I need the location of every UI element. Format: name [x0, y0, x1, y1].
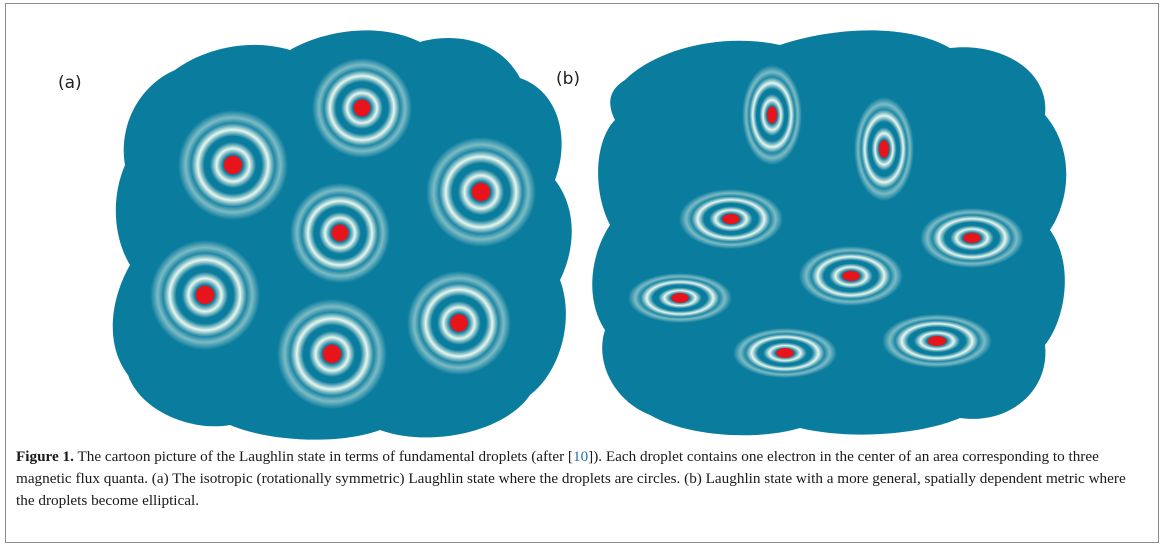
caption-label: Figure 1. [16, 448, 74, 465]
electron-dot [927, 336, 947, 346]
electron-dot [671, 293, 689, 303]
droplet-ellipse [854, 97, 914, 201]
electron-dot [963, 232, 981, 244]
droplets-b [628, 65, 1024, 378]
droplet-ellipse [742, 65, 802, 165]
figure-illustration [112, 30, 1067, 440]
electron-dot [195, 285, 215, 305]
droplet-circle [290, 183, 390, 283]
electron-dot [722, 213, 740, 225]
figure-caption: Figure 1. The cartoon picture of the Lau… [16, 446, 1144, 512]
electron-dot [322, 344, 342, 364]
caption-text-1: The cartoon picture of the Laughlin stat… [73, 448, 573, 465]
electron-dot [471, 182, 491, 202]
panel-a-label: (a) [58, 73, 82, 93]
droplet-circle [150, 240, 260, 350]
droplet-circle [277, 299, 387, 409]
droplets-a [150, 58, 536, 409]
droplet-circle [178, 110, 288, 220]
electron-dot [331, 224, 349, 242]
panel-b-label: (b) [556, 69, 581, 89]
droplet-ellipse [799, 246, 903, 306]
caption-ref-link[interactable]: 10 [572, 448, 589, 465]
droplet-circle [312, 58, 412, 158]
electron-dot [842, 270, 860, 282]
droplet-ellipse [733, 328, 837, 378]
electron-dot [223, 155, 243, 175]
droplet-circle [407, 271, 511, 375]
electron-dot [878, 140, 890, 158]
electron-dot [766, 106, 778, 124]
electron-dot [450, 314, 468, 332]
droplet-circle [426, 137, 536, 247]
droplet-ellipse [920, 208, 1024, 268]
droplet-ellipse [679, 189, 783, 249]
droplet-ellipse [882, 314, 992, 368]
droplet-ellipse [628, 273, 732, 323]
electron-dot [776, 348, 794, 358]
caption-text-2: ]). Each droplet contains one electron i… [16, 448, 1126, 509]
electron-dot [353, 99, 371, 117]
